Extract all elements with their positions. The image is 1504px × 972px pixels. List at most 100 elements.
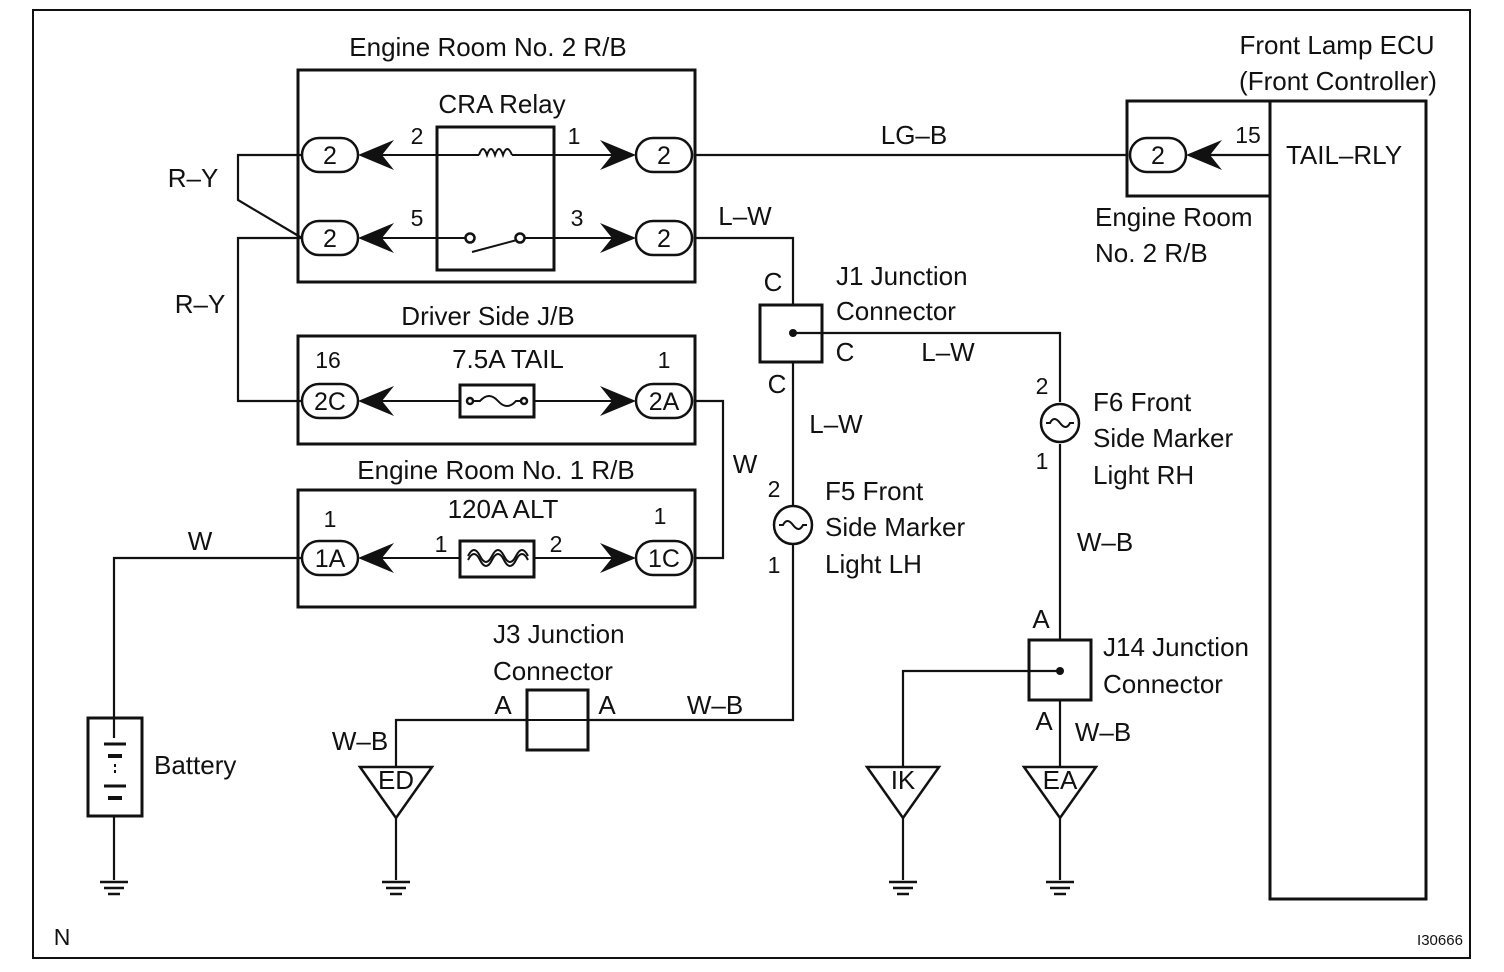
j1-pin-right: C bbox=[836, 337, 855, 367]
wire-label-l-w-down: L–W bbox=[809, 409, 863, 439]
alt-fuse-icon bbox=[458, 539, 536, 579]
j14-label-line2: Connector bbox=[1103, 669, 1223, 699]
connector-arrow-icon bbox=[1186, 140, 1222, 170]
ground-point-ea bbox=[1021, 765, 1099, 821]
front-lamp-ecu: Front Lamp ECU (Front Controller) TAIL–R… bbox=[1095, 30, 1437, 901]
ground-point-ed bbox=[357, 765, 435, 821]
j1-label-line1: J1 Junction bbox=[836, 261, 968, 291]
ecu-title-line2: (Front Controller) bbox=[1239, 66, 1437, 96]
f5-side-marker-lh: 2 1 F5 Front Side Marker Light LH bbox=[768, 476, 966, 579]
tail-fuse-label: 7.5A TAIL bbox=[452, 344, 564, 374]
fuse-terminal-icon bbox=[465, 396, 475, 406]
ecu-box bbox=[1268, 99, 1428, 901]
j1-junction-connector: J1 Junction Connector C C C bbox=[758, 261, 968, 399]
connector-2a-label: 2A bbox=[649, 388, 680, 416]
fusible-link-element-icon bbox=[467, 549, 529, 563]
driver-jb-title: Driver Side J/B bbox=[401, 301, 574, 331]
wires bbox=[112, 153, 1270, 880]
driver-jb-pin-16: 16 bbox=[315, 347, 341, 373]
wire-l-w-j1-right bbox=[793, 331, 1062, 402]
wire-label-w-b-j3: W–B bbox=[687, 690, 743, 720]
j1-pin-bottom: C bbox=[768, 369, 787, 399]
engine-room-2-rb: Engine Room No. 2 R/B CRA Relay 2 1 5 3 … bbox=[296, 32, 697, 284]
connector-arrow-icon bbox=[600, 386, 636, 416]
f6-label-line1: F6 Front bbox=[1093, 387, 1192, 417]
ecu-rb-box bbox=[1125, 99, 1272, 198]
connector-1c bbox=[634, 539, 694, 577]
connector-1c-label: 1C bbox=[648, 545, 680, 573]
ecu-pin-15: 15 bbox=[1235, 122, 1261, 148]
relay-switch-contact-left bbox=[464, 232, 476, 244]
connector-arrow-icon bbox=[600, 140, 636, 170]
er1-pin-right: 1 bbox=[654, 503, 667, 529]
j3-pin-right: A bbox=[598, 690, 616, 720]
f5-label-line3: Light LH bbox=[825, 549, 922, 579]
connector-2-lower-right-label: 2 bbox=[657, 225, 671, 253]
wire-label-w-b-j14: W–B bbox=[1075, 717, 1131, 747]
ecu-title-line1: Front Lamp ECU bbox=[1239, 30, 1434, 60]
ground-symbol-icon bbox=[889, 880, 917, 896]
j14-label-line1: J14 Junction bbox=[1103, 632, 1249, 662]
diagram-frame bbox=[32, 9, 1471, 959]
engine-room-1-rb: Engine Room No. 1 R/B 120A ALT 1 1 1 2 1… bbox=[296, 455, 697, 609]
connector-arrow-icon bbox=[358, 140, 394, 170]
f5-label-line1: F5 Front bbox=[825, 476, 924, 506]
connector-2a bbox=[634, 382, 694, 420]
connector-2-lower-left-label: 2 bbox=[323, 225, 337, 253]
connector-1a-label: 1A bbox=[315, 545, 346, 573]
relay-switch-contact-right bbox=[514, 232, 526, 244]
f6-pin-1: 1 bbox=[1036, 448, 1049, 474]
wire-w-jb bbox=[694, 399, 725, 560]
ground-symbol-icon bbox=[1046, 880, 1074, 896]
f6-label-line3: Light RH bbox=[1093, 460, 1194, 490]
er1-pin-left: 1 bbox=[324, 506, 337, 532]
connector-2-upper-right-label: 2 bbox=[657, 142, 671, 170]
j3-pin-left: A bbox=[494, 690, 512, 720]
f6-pin-2: 2 bbox=[1036, 373, 1049, 399]
wire-label-w-b-f6: W–B bbox=[1077, 527, 1133, 557]
j14-box bbox=[1027, 638, 1093, 702]
alt-fuse-label: 120A ALT bbox=[448, 494, 559, 524]
j1-label-line2: Connector bbox=[836, 296, 956, 326]
relay-pin-1: 1 bbox=[568, 123, 581, 149]
ecu-connector-2-label: 2 bbox=[1151, 142, 1165, 170]
j14-pin-top: A bbox=[1032, 604, 1050, 634]
f6-side-marker-rh: 2 1 F6 Front Side Marker Light RH bbox=[1036, 373, 1234, 490]
connector-arrow-icon bbox=[358, 223, 394, 253]
j1-pin-top: C bbox=[764, 267, 783, 297]
ecu-rb-label-line1: Engine Room bbox=[1095, 202, 1253, 232]
f6-label-line2: Side Marker bbox=[1093, 423, 1233, 453]
wire-labels: R–Y R–Y LG–B L–W L–W L–W W W W–B W–B W–B… bbox=[168, 120, 1133, 756]
wire-l-w-relay bbox=[694, 236, 795, 305]
figure-id: I30666 bbox=[1417, 932, 1463, 949]
wire-r-y-lower bbox=[236, 236, 302, 403]
driver-jb-box bbox=[296, 334, 697, 446]
ground-ed-label: ED bbox=[378, 765, 414, 795]
diagram-code: N bbox=[54, 924, 71, 950]
j3-label-line2: Connector bbox=[493, 656, 613, 686]
connector-2-upper-right bbox=[634, 136, 694, 174]
fuse-element-icon bbox=[470, 395, 524, 407]
wire-r-y-upper bbox=[236, 153, 303, 239]
battery-label: Battery bbox=[154, 750, 236, 780]
relay-switch-blade-icon bbox=[471, 239, 518, 253]
wire-j14-ik bbox=[901, 669, 1060, 768]
grounds: ED IK EA bbox=[100, 765, 1099, 896]
ground-point-ik bbox=[864, 765, 942, 821]
j14-junction-connector: J14 Junction Connector A A bbox=[1027, 604, 1249, 736]
lamp-filament-icon bbox=[1046, 418, 1074, 428]
f5-pin-1: 1 bbox=[768, 552, 781, 578]
ecu-terminal-tail-rly: TAIL–RLY bbox=[1286, 140, 1402, 170]
connector-arrow-icon bbox=[358, 386, 394, 416]
j1-box bbox=[758, 303, 824, 364]
wire-label-l-w-j1-right: L–W bbox=[921, 337, 975, 367]
connector-2c-label: 2C bbox=[314, 388, 346, 416]
wire-label-lg-b: LG–B bbox=[881, 120, 948, 150]
wire-w-b-ed bbox=[394, 718, 527, 768]
f5-pin-2: 2 bbox=[768, 476, 781, 502]
fuse-terminal-icon bbox=[519, 396, 529, 406]
relay-coil-icon bbox=[478, 148, 513, 159]
engine-room-2-box bbox=[296, 68, 697, 284]
connector-2-lower-right bbox=[634, 219, 694, 257]
